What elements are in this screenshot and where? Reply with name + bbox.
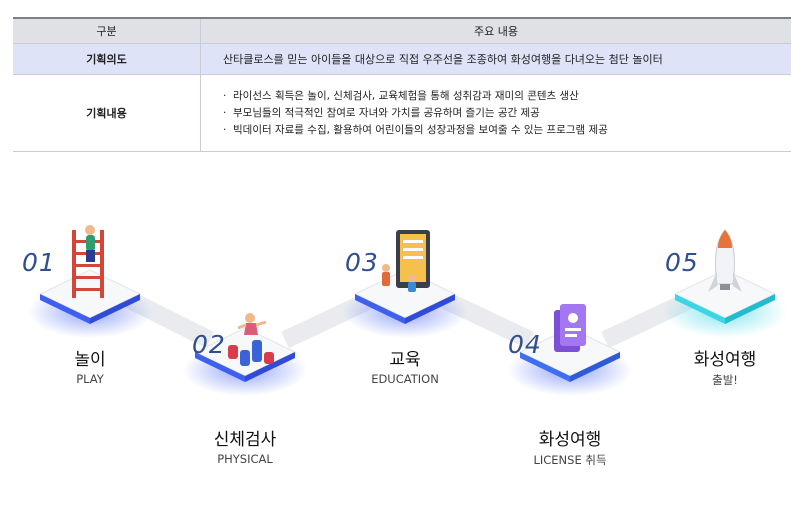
step-subtitle: LICENSE 취득 bbox=[533, 453, 607, 467]
step-number: 05 bbox=[665, 248, 699, 277]
step-number: 04 bbox=[508, 330, 542, 359]
header-content: 주요 내용 bbox=[200, 17, 791, 44]
step-label-education: 교육 EDUCATION bbox=[335, 345, 475, 386]
step-number: 03 bbox=[345, 248, 379, 277]
step-subtitle: PHYSICAL bbox=[217, 452, 273, 466]
step-title: 화성여행 bbox=[538, 430, 602, 450]
step-title: 놀이 bbox=[74, 350, 106, 370]
physical-test-icon bbox=[228, 313, 274, 366]
table-row: 기획의도 산타클로스를 믿는 아이들을 대상으로 직접 우주선을 조종하여 화성… bbox=[13, 43, 791, 75]
step-subtitle: EDUCATION bbox=[371, 372, 439, 386]
table-row: 기획내용 라이선스 획득은 놀이, 신체검사, 교육체험을 통해 성취감과 재미… bbox=[13, 74, 791, 152]
tile-05 bbox=[673, 269, 777, 324]
header-category: 구분 bbox=[13, 17, 201, 44]
step-title: 화성여행 bbox=[693, 350, 757, 370]
process-diagram: 01 02 03 04 05 놀이 PLAY 신체검사 PHYSICAL 교육 … bbox=[0, 200, 803, 506]
step-subtitle: 출발! bbox=[712, 373, 738, 387]
step-label-license: 화성여행 LICENSE 취득 bbox=[500, 425, 640, 468]
row-label-content: 기획내용 bbox=[13, 74, 201, 152]
step-label-physical: 신체검사 PHYSICAL bbox=[175, 425, 315, 466]
row-text-intent: 산타클로스를 믿는 아이들을 대상으로 직접 우주선을 조종하여 화성여행을 다… bbox=[200, 43, 791, 75]
list-item: 라이선스 획득은 놀이, 신체검사, 교육체험을 통해 성취감과 재미의 콘텐츠… bbox=[223, 88, 791, 105]
step-title: 교육 bbox=[389, 350, 421, 370]
education-board-icon bbox=[382, 230, 430, 292]
row-label-intent: 기획의도 bbox=[13, 43, 201, 75]
step-subtitle: PLAY bbox=[76, 372, 104, 386]
plan-table: 구분 주요 내용 기획의도 산타클로스를 믿는 아이들을 대상으로 직접 우주선… bbox=[13, 17, 791, 152]
list-item: 부모님들의 적극적인 참여로 자녀와 가치를 공유하며 즐기는 공간 제공 bbox=[223, 105, 791, 122]
step-label-play: 놀이 PLAY bbox=[20, 345, 160, 386]
step-number: 02 bbox=[192, 330, 226, 359]
rocket-icon bbox=[708, 229, 742, 292]
climbing-frame-icon bbox=[72, 225, 104, 298]
list-item: 빅데이터 자료를 수집, 활용하여 어린이들의 성장과정을 보여줄 수 있는 프… bbox=[223, 122, 791, 139]
step-number: 01 bbox=[22, 248, 56, 277]
connector-lines bbox=[28, 225, 787, 396]
step-title: 신체검사 bbox=[213, 430, 277, 450]
license-card-icon bbox=[554, 304, 586, 352]
tile-01 bbox=[38, 269, 142, 324]
content-bullet-list: 라이선스 획득은 놀이, 신체검사, 교육체험을 통해 성취감과 재미의 콘텐츠… bbox=[223, 88, 791, 139]
step-label-departure: 화성여행 출발! bbox=[655, 345, 795, 388]
